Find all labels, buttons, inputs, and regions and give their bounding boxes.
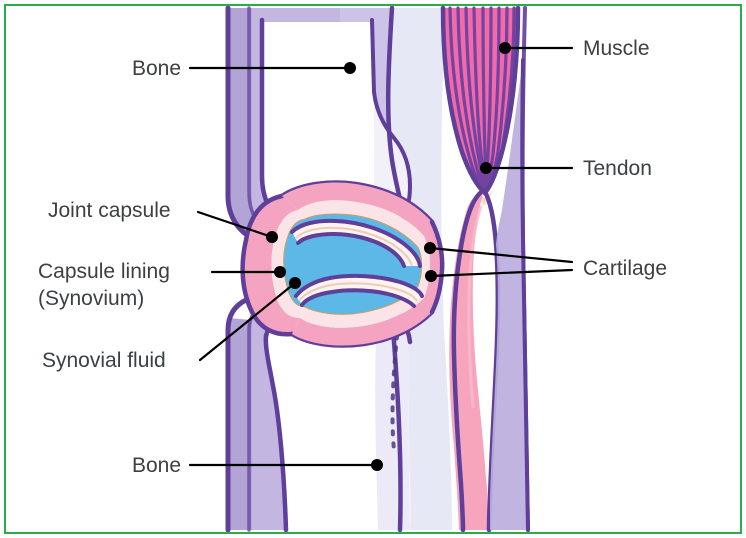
leader-bone-bottom xyxy=(188,459,383,471)
label-cartilage: Cartilage xyxy=(583,257,667,280)
leader-tendon xyxy=(480,162,574,174)
leader-synovial-fluid xyxy=(198,277,301,362)
label-synovial-fluid: Synovial fluid xyxy=(42,349,166,372)
label-tendon: Tendon xyxy=(583,157,652,180)
label-capsule-lining-line1: Capsule lining xyxy=(38,260,170,283)
lateral-tissue-band xyxy=(490,58,530,532)
dashed-attachment-line xyxy=(390,286,406,452)
tendon xyxy=(449,187,501,533)
joint-capsule xyxy=(240,180,445,348)
leader-cartilage-lower xyxy=(425,268,574,282)
cartilage-lower xyxy=(294,273,424,308)
label-bone-top: Bone xyxy=(132,57,181,80)
label-capsule-lining-line2: (Synovium) xyxy=(38,287,144,310)
leader-capsule-lining xyxy=(210,266,286,278)
leader-bone-top xyxy=(188,62,356,74)
leader-joint-capsule xyxy=(196,210,278,243)
label-joint-capsule: Joint capsule xyxy=(48,199,171,222)
leader-cartilage-upper xyxy=(424,242,574,264)
muscle xyxy=(440,5,521,206)
label-muscle: Muscle xyxy=(583,37,650,60)
cartilage-upper xyxy=(290,218,422,268)
leader-muscle xyxy=(499,42,574,54)
label-bone-bottom: Bone xyxy=(132,454,181,477)
leader-lines-group xyxy=(188,42,574,471)
